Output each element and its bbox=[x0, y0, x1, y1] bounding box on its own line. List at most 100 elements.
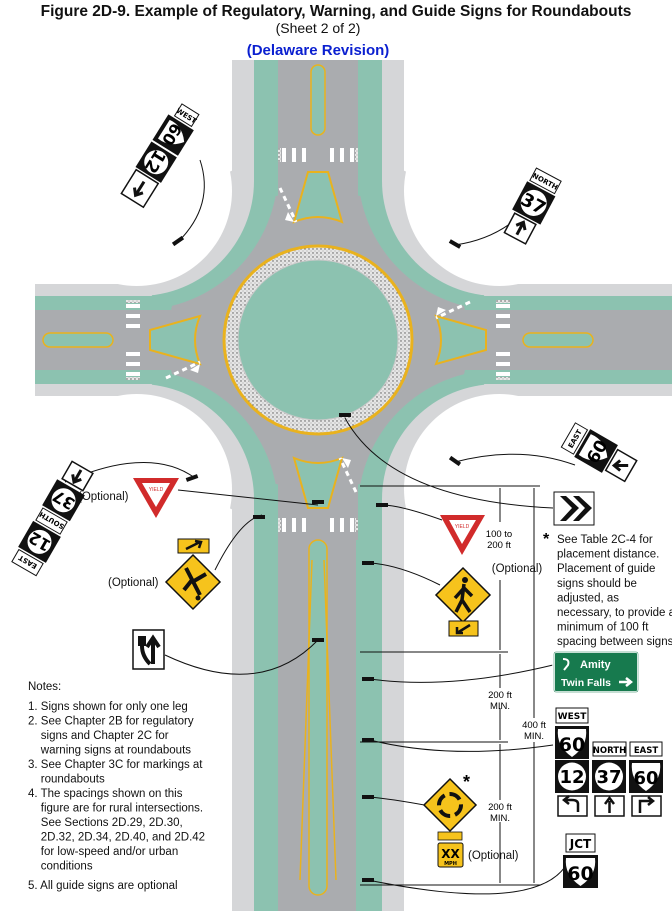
note-line: 1. Signs shown for only one leg bbox=[28, 701, 188, 713]
diagram-shape bbox=[376, 503, 388, 507]
circular-arrows-icon bbox=[437, 792, 463, 818]
note-line: 3. See Chapter 3C for markings at bbox=[28, 759, 203, 771]
optional-label: (Optional) bbox=[492, 563, 543, 575]
diagram-shape bbox=[362, 677, 374, 681]
dimension-label: 200 ft bbox=[488, 690, 512, 701]
star-note-line: placement distance. bbox=[557, 549, 659, 561]
diagram-shape bbox=[369, 664, 554, 683]
roundabout-warning-sign: * XX MPH bbox=[422, 772, 478, 868]
sign-legend: YIELD bbox=[149, 487, 164, 493]
dimension-label: MIN. bbox=[490, 701, 510, 712]
roundabout-roadway bbox=[0, 60, 672, 911]
ne-guide-assembly: NORTH 37 bbox=[503, 167, 562, 245]
diagram-shape bbox=[631, 763, 661, 791]
pedestrian-icon bbox=[182, 567, 208, 596]
diagram-shape bbox=[312, 638, 324, 642]
diagram-shape bbox=[555, 707, 589, 724]
right-turn-arrow-icon bbox=[638, 796, 656, 813]
diagram-shape bbox=[369, 739, 554, 752]
chevron-sign bbox=[553, 491, 595, 526]
note-line: figure are for rural intersections. bbox=[28, 803, 203, 815]
diagram-shape bbox=[422, 777, 478, 833]
note-line: signs and Chapter 2C for bbox=[28, 730, 169, 742]
diagram-shape bbox=[171, 235, 185, 247]
advisory-speed-plaque bbox=[437, 842, 464, 868]
diagram-shape bbox=[11, 548, 44, 577]
diagram-shape bbox=[51, 488, 76, 513]
star-note-line: signs should be bbox=[557, 578, 637, 590]
diagram-shape bbox=[27, 529, 52, 554]
sign-legend: 12 bbox=[559, 767, 584, 788]
asterisk: * bbox=[463, 772, 470, 792]
keep-right-sign bbox=[132, 629, 165, 670]
dimension-lines bbox=[360, 485, 540, 886]
sign-posts bbox=[171, 235, 462, 882]
notes-heading: Notes: bbox=[28, 681, 61, 693]
yield-sign-left: YIELD bbox=[133, 478, 179, 518]
diagram-shape bbox=[448, 455, 462, 467]
up-arrow-icon bbox=[145, 634, 161, 664]
revision-label: (Delaware Revision) bbox=[247, 42, 390, 59]
star-note-line: See Table 2C-4 for bbox=[557, 534, 653, 546]
junction-assembly: JCT 60 bbox=[563, 833, 598, 888]
sign-legend: WEST bbox=[558, 712, 588, 722]
note-line: for low-speed and/or urban bbox=[28, 846, 178, 858]
e-guide-assembly: EAST 60 bbox=[560, 422, 638, 483]
street-name-plaque bbox=[437, 831, 463, 841]
diagram-shape bbox=[369, 562, 441, 586]
note-line: 2. See Chapter 2B for regulatory bbox=[28, 716, 194, 728]
pedestrian-icon bbox=[453, 583, 474, 613]
note-line: conditions bbox=[28, 861, 93, 873]
yield-sign-right: YIELD bbox=[440, 515, 485, 555]
note-line: See Sections 2D.29, 2D.30, bbox=[28, 817, 183, 829]
nw-guide-assembly: 12 60 WEST bbox=[120, 103, 200, 209]
south-yellow-lines bbox=[299, 559, 337, 881]
diagram-shape bbox=[592, 741, 627, 757]
destination-guide-sign: Amity Twin Falls bbox=[552, 650, 640, 694]
diagram-shape bbox=[195, 595, 201, 601]
sign-legend: 60 bbox=[559, 734, 585, 756]
figure-title: Figure 2D-9. Example of Regulatory, Warn… bbox=[41, 3, 632, 20]
dimension-label: 100 to bbox=[486, 529, 512, 540]
diagram-shape bbox=[144, 150, 169, 175]
diagram-shape bbox=[362, 738, 374, 742]
diagram-shape bbox=[448, 239, 462, 249]
optional-label: (Optional) bbox=[108, 577, 159, 589]
diagram-shape bbox=[449, 520, 476, 544]
note-line: warning signs at roundabouts bbox=[28, 745, 191, 757]
diagram-shape bbox=[362, 795, 374, 799]
dimension-label: 200 ft bbox=[487, 540, 511, 551]
diagram-shape bbox=[454, 453, 576, 466]
up-arrow-icon bbox=[604, 795, 615, 813]
central-island bbox=[237, 259, 399, 421]
arrow-icon bbox=[185, 539, 203, 551]
left-turn-arrow-icon bbox=[561, 795, 580, 812]
diagram-shape bbox=[367, 861, 569, 895]
optional-label: (Optional) bbox=[468, 850, 519, 862]
diagram-shape bbox=[312, 500, 324, 504]
diagram-shape bbox=[35, 507, 68, 535]
diagram-shape bbox=[552, 650, 640, 694]
diagram-shape bbox=[557, 729, 587, 757]
sign-legend: 60 bbox=[633, 768, 658, 789]
dimension-label: 200 ft bbox=[488, 802, 512, 813]
sign-legend: NORTH bbox=[593, 746, 626, 756]
south-right-strip bbox=[356, 540, 378, 911]
diagram-shape bbox=[631, 795, 662, 817]
right-arrow-icon bbox=[619, 677, 634, 687]
figure-subtitle: (Sheet 2 of 2) bbox=[276, 20, 361, 36]
diagram-shape bbox=[462, 577, 468, 583]
w-guide-assembly: EAST 12 SOUTH 37 bbox=[11, 460, 94, 577]
notes-list: 1. Signs shown for only one leg 2. See Ch… bbox=[28, 701, 205, 892]
sign-legend: Amity bbox=[580, 659, 611, 671]
diagram-shape bbox=[142, 483, 170, 507]
chevron-icon bbox=[560, 496, 592, 521]
diagram-shape bbox=[140, 645, 152, 666]
diagram-shape bbox=[362, 561, 374, 565]
diagram-shape bbox=[253, 515, 265, 519]
sign-legend: MPH bbox=[444, 861, 457, 867]
diagram-shape bbox=[177, 159, 205, 243]
sign-legend: JCT bbox=[569, 837, 592, 851]
